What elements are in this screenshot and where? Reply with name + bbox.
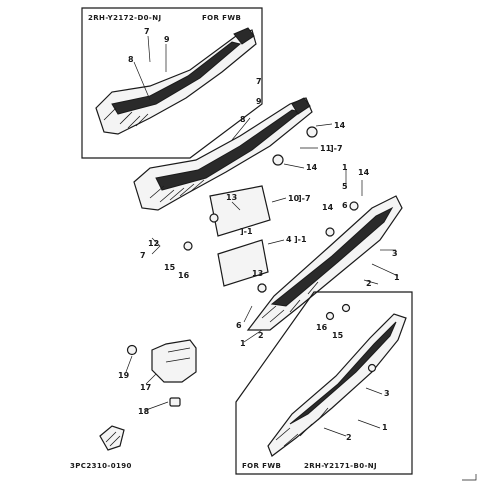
key bbox=[169, 397, 181, 407]
callout-3b: 3 bbox=[384, 389, 390, 398]
callout-12: 12 bbox=[148, 239, 159, 248]
front-arrow-icon bbox=[99, 425, 125, 451]
callout-9a: 9 bbox=[164, 35, 170, 44]
bracket-10: 10 bbox=[288, 194, 300, 203]
bracket-7b: ]-7 bbox=[298, 194, 311, 203]
screw bbox=[341, 303, 351, 313]
callout-6a: 6 bbox=[342, 201, 348, 210]
washer bbox=[126, 344, 138, 356]
grommet bbox=[272, 154, 284, 166]
callout-8b: 8 bbox=[240, 115, 246, 124]
grommet bbox=[257, 283, 267, 293]
screw bbox=[325, 311, 335, 321]
callout-2a: 2 bbox=[366, 279, 372, 288]
callout-11: 11 bbox=[320, 144, 332, 153]
callout-5: 5 bbox=[342, 182, 348, 191]
callout-14b: 14 bbox=[306, 163, 318, 172]
callout-13b: 13 bbox=[252, 269, 263, 278]
callout-8a: 8 bbox=[128, 55, 134, 64]
page-code: 3PC2310-0190 bbox=[70, 462, 132, 470]
callout-15a: 15 bbox=[164, 263, 176, 272]
callout-1d: 1 bbox=[382, 423, 388, 432]
callout-14d: 14 bbox=[322, 203, 334, 212]
middle-panels: 13 10 ]-7 4 ]-1 ]-1 12 7 15 16 bbox=[140, 185, 311, 287]
callout-17: 17 bbox=[140, 383, 151, 392]
inset-top-code: 2RH-Y2172-D0-NJ bbox=[88, 14, 162, 22]
screw bbox=[183, 241, 193, 251]
bracket-1b: ]-1 bbox=[240, 227, 253, 236]
upper-side-cover: 7 9 8 14 11 ]-7 14 bbox=[133, 77, 346, 211]
callout-13a: 13 bbox=[226, 193, 237, 202]
inset-top-side-cover bbox=[95, 27, 257, 135]
callout-18: 18 bbox=[138, 407, 150, 416]
grommet bbox=[306, 126, 318, 138]
callout-19: 19 bbox=[118, 371, 130, 380]
bracket-7a: ]-7 bbox=[330, 144, 343, 153]
inset-top-note: FOR FWB bbox=[202, 14, 241, 22]
callout-1c: 1 bbox=[240, 339, 246, 348]
screw bbox=[349, 201, 359, 211]
callout-1b: 1 bbox=[394, 273, 400, 282]
callout-9b: 9 bbox=[256, 97, 262, 106]
bracket-4: 4 bbox=[286, 235, 292, 244]
corner-mark bbox=[462, 474, 477, 481]
inset-bottom: FOR FWB 2RH-Y2171-B0-NJ 3 1 2 bbox=[235, 291, 413, 475]
callout-7c: 7 bbox=[140, 251, 146, 260]
callout-3a: 3 bbox=[392, 249, 398, 258]
callout-16b: 16 bbox=[316, 323, 328, 332]
bracket-1a: ]-1 bbox=[294, 235, 307, 244]
inset-top: 2RH-Y2172-D0-NJ FOR FWB 7 9 8 bbox=[81, 7, 263, 159]
inset-bottom-code: 2RH-Y2171-B0-NJ bbox=[304, 462, 377, 470]
fasteners-left: 13 6 2 1 16 15 bbox=[236, 269, 351, 348]
inset-bottom-side-cover bbox=[267, 313, 407, 457]
callout-2b: 2 bbox=[258, 331, 264, 340]
callout-14a: 14 bbox=[334, 121, 346, 130]
callout-14c: 14 bbox=[358, 168, 370, 177]
lock-assembly: 19 17 18 bbox=[118, 339, 197, 416]
lower-side-cover: 1 5 6 14 14 3 1 2 bbox=[246, 163, 403, 331]
callout-16a: 16 bbox=[178, 271, 190, 280]
screw bbox=[209, 213, 219, 223]
callout-1a: 1 bbox=[342, 163, 348, 172]
callout-15b: 15 bbox=[332, 331, 344, 340]
grommet bbox=[325, 227, 335, 237]
callout-6b: 6 bbox=[236, 321, 242, 330]
screw bbox=[367, 363, 377, 373]
inset-bottom-note: FOR FWB bbox=[242, 462, 281, 470]
callout-2c: 2 bbox=[346, 433, 352, 442]
callout-7a: 7 bbox=[144, 27, 150, 36]
callout-7b: 7 bbox=[256, 77, 262, 86]
